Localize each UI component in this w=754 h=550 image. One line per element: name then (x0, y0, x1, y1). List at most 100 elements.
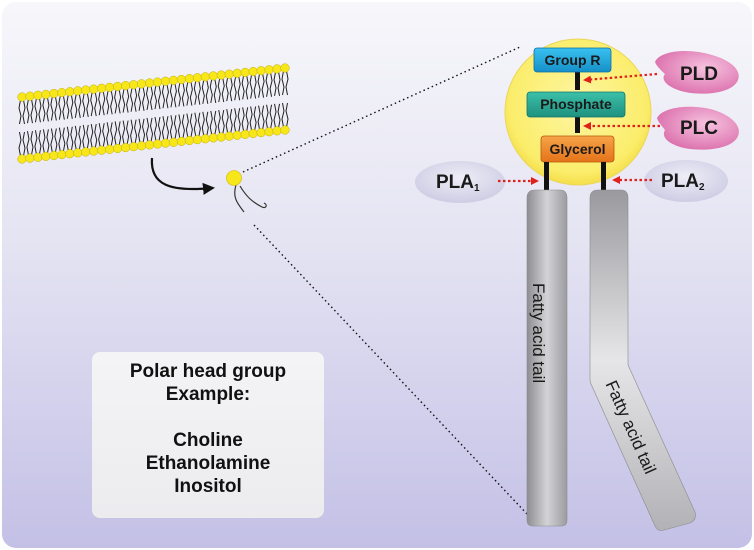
lipid-head-lower (280, 125, 290, 135)
lipid-head-lower (256, 128, 266, 138)
lipid-tails (209, 78, 217, 136)
lipid-tails (66, 94, 74, 151)
lipid-head-upper (248, 66, 258, 77)
lipid-tails (138, 86, 146, 143)
lipid-head-lower (208, 133, 218, 143)
bond-phosphate-glycerol (575, 116, 580, 133)
glycerol-label: Glycerol (549, 141, 606, 157)
lipid-tails (185, 81, 193, 138)
info-example-inositol: Inositol (174, 476, 242, 497)
lipid-tails (122, 88, 130, 145)
lipid-tails (130, 87, 138, 144)
lipid-head-lower (224, 131, 234, 141)
lipid-head-lower (49, 150, 59, 161)
lipid-head-upper (65, 87, 75, 97)
lipid-tails (273, 71, 281, 128)
lipid-tails (34, 98, 42, 155)
pla2-enzyme-shape (644, 160, 728, 202)
pla2-label: PLA2 (661, 172, 705, 193)
lipid-tails (281, 70, 289, 128)
pla2-label-sub: 2 (699, 182, 705, 193)
tail-stem-2 (601, 162, 606, 190)
lipid-tails (193, 80, 201, 137)
curved-arrow (150, 157, 215, 195)
lipid-tails (18, 99, 26, 157)
lipid-head-lower (129, 142, 139, 152)
lipid-tails (217, 77, 225, 135)
lipid-head-lower (17, 154, 27, 164)
lipid-head-upper (81, 85, 91, 95)
lipid-head-upper (152, 77, 163, 87)
phosphate-box (526, 91, 626, 118)
lipid-head-lower (272, 126, 282, 136)
lipid-head-lower (113, 143, 123, 154)
lipid-head-lower (232, 130, 242, 140)
lipid-head-lower (73, 148, 83, 158)
lipid-tails (153, 84, 161, 142)
lipid-head-upper (280, 63, 290, 73)
lipid-tails (98, 91, 106, 148)
membrane-bilayer (17, 63, 290, 164)
info-title-line2: Example: (165, 384, 251, 405)
pld-arrow (583, 72, 658, 84)
lipid-head-lower (105, 144, 115, 154)
info-example-ethanolamine: Ethanolamine (145, 453, 271, 474)
lipid-head-lower (216, 132, 226, 142)
glycerol-box (540, 135, 615, 163)
fatty-acid-tail-1-label: Fatty acid tail (529, 283, 548, 384)
lipid-head-lower (121, 143, 131, 153)
lipid-tails (161, 84, 169, 141)
lipid-head-lower (65, 149, 75, 159)
lipid-head-upper (121, 81, 131, 91)
lipid-head-lower (57, 150, 67, 160)
lipid-head-upper (168, 75, 178, 85)
lipid-tails (177, 82, 185, 139)
fatty-acid-tail-1 (526, 189, 568, 527)
pld-enzyme-shape (655, 50, 739, 94)
lipid-head-lower (25, 153, 35, 163)
lipid-head-upper (49, 88, 59, 99)
lipid-head-lower (192, 135, 202, 145)
group-r-box (533, 47, 612, 73)
lipid-tails (50, 96, 58, 153)
lipid-head-upper (89, 84, 99, 94)
bond-r-phosphate (575, 72, 580, 90)
lipid-head-upper (113, 81, 123, 92)
lipid-head-upper (232, 68, 242, 78)
lipid-head-lower (144, 140, 155, 150)
lipid-head-upper (264, 65, 274, 75)
pld-label: PLD (680, 64, 718, 85)
tail-stem-1 (544, 162, 549, 190)
lipid-tails (241, 75, 249, 132)
lipid-head-upper (33, 90, 43, 100)
plc-label: PLC (680, 118, 718, 139)
lipid-tails (58, 95, 66, 152)
lipid-tails (114, 89, 122, 146)
lipid-head-lower (160, 138, 171, 148)
lipid-head-upper (129, 80, 139, 90)
lipid-head-upper (57, 88, 67, 98)
lipid-head-lower (81, 147, 91, 157)
lipid-head-lower (136, 141, 147, 151)
lipid-head-lower (89, 146, 99, 156)
lipid-head-upper (272, 64, 282, 74)
phosphate-label: Phosphate (540, 96, 612, 112)
lipid-tails (26, 99, 34, 156)
lipid-head-upper (200, 72, 210, 82)
polar-head-info-box: Polar head group Example: Choline Ethano… (92, 352, 324, 518)
lipid-head-upper (224, 69, 234, 79)
pla1-label: PLA1 (436, 173, 480, 194)
lipid-head-upper (144, 78, 155, 88)
lipid-tails (106, 90, 114, 147)
lipid-tails (74, 93, 82, 150)
lipid-head-lower (240, 129, 250, 139)
lipid-tails (146, 85, 154, 143)
lipid-head-upper (240, 67, 250, 77)
lipid-tails (90, 91, 98, 149)
lipid-tails (169, 83, 177, 140)
lipid-head-lower (248, 128, 258, 139)
lipid-tails (225, 77, 233, 134)
lipid-tails (82, 92, 90, 150)
lipid-head-upper (192, 73, 202, 83)
lipid-tails (257, 73, 265, 130)
